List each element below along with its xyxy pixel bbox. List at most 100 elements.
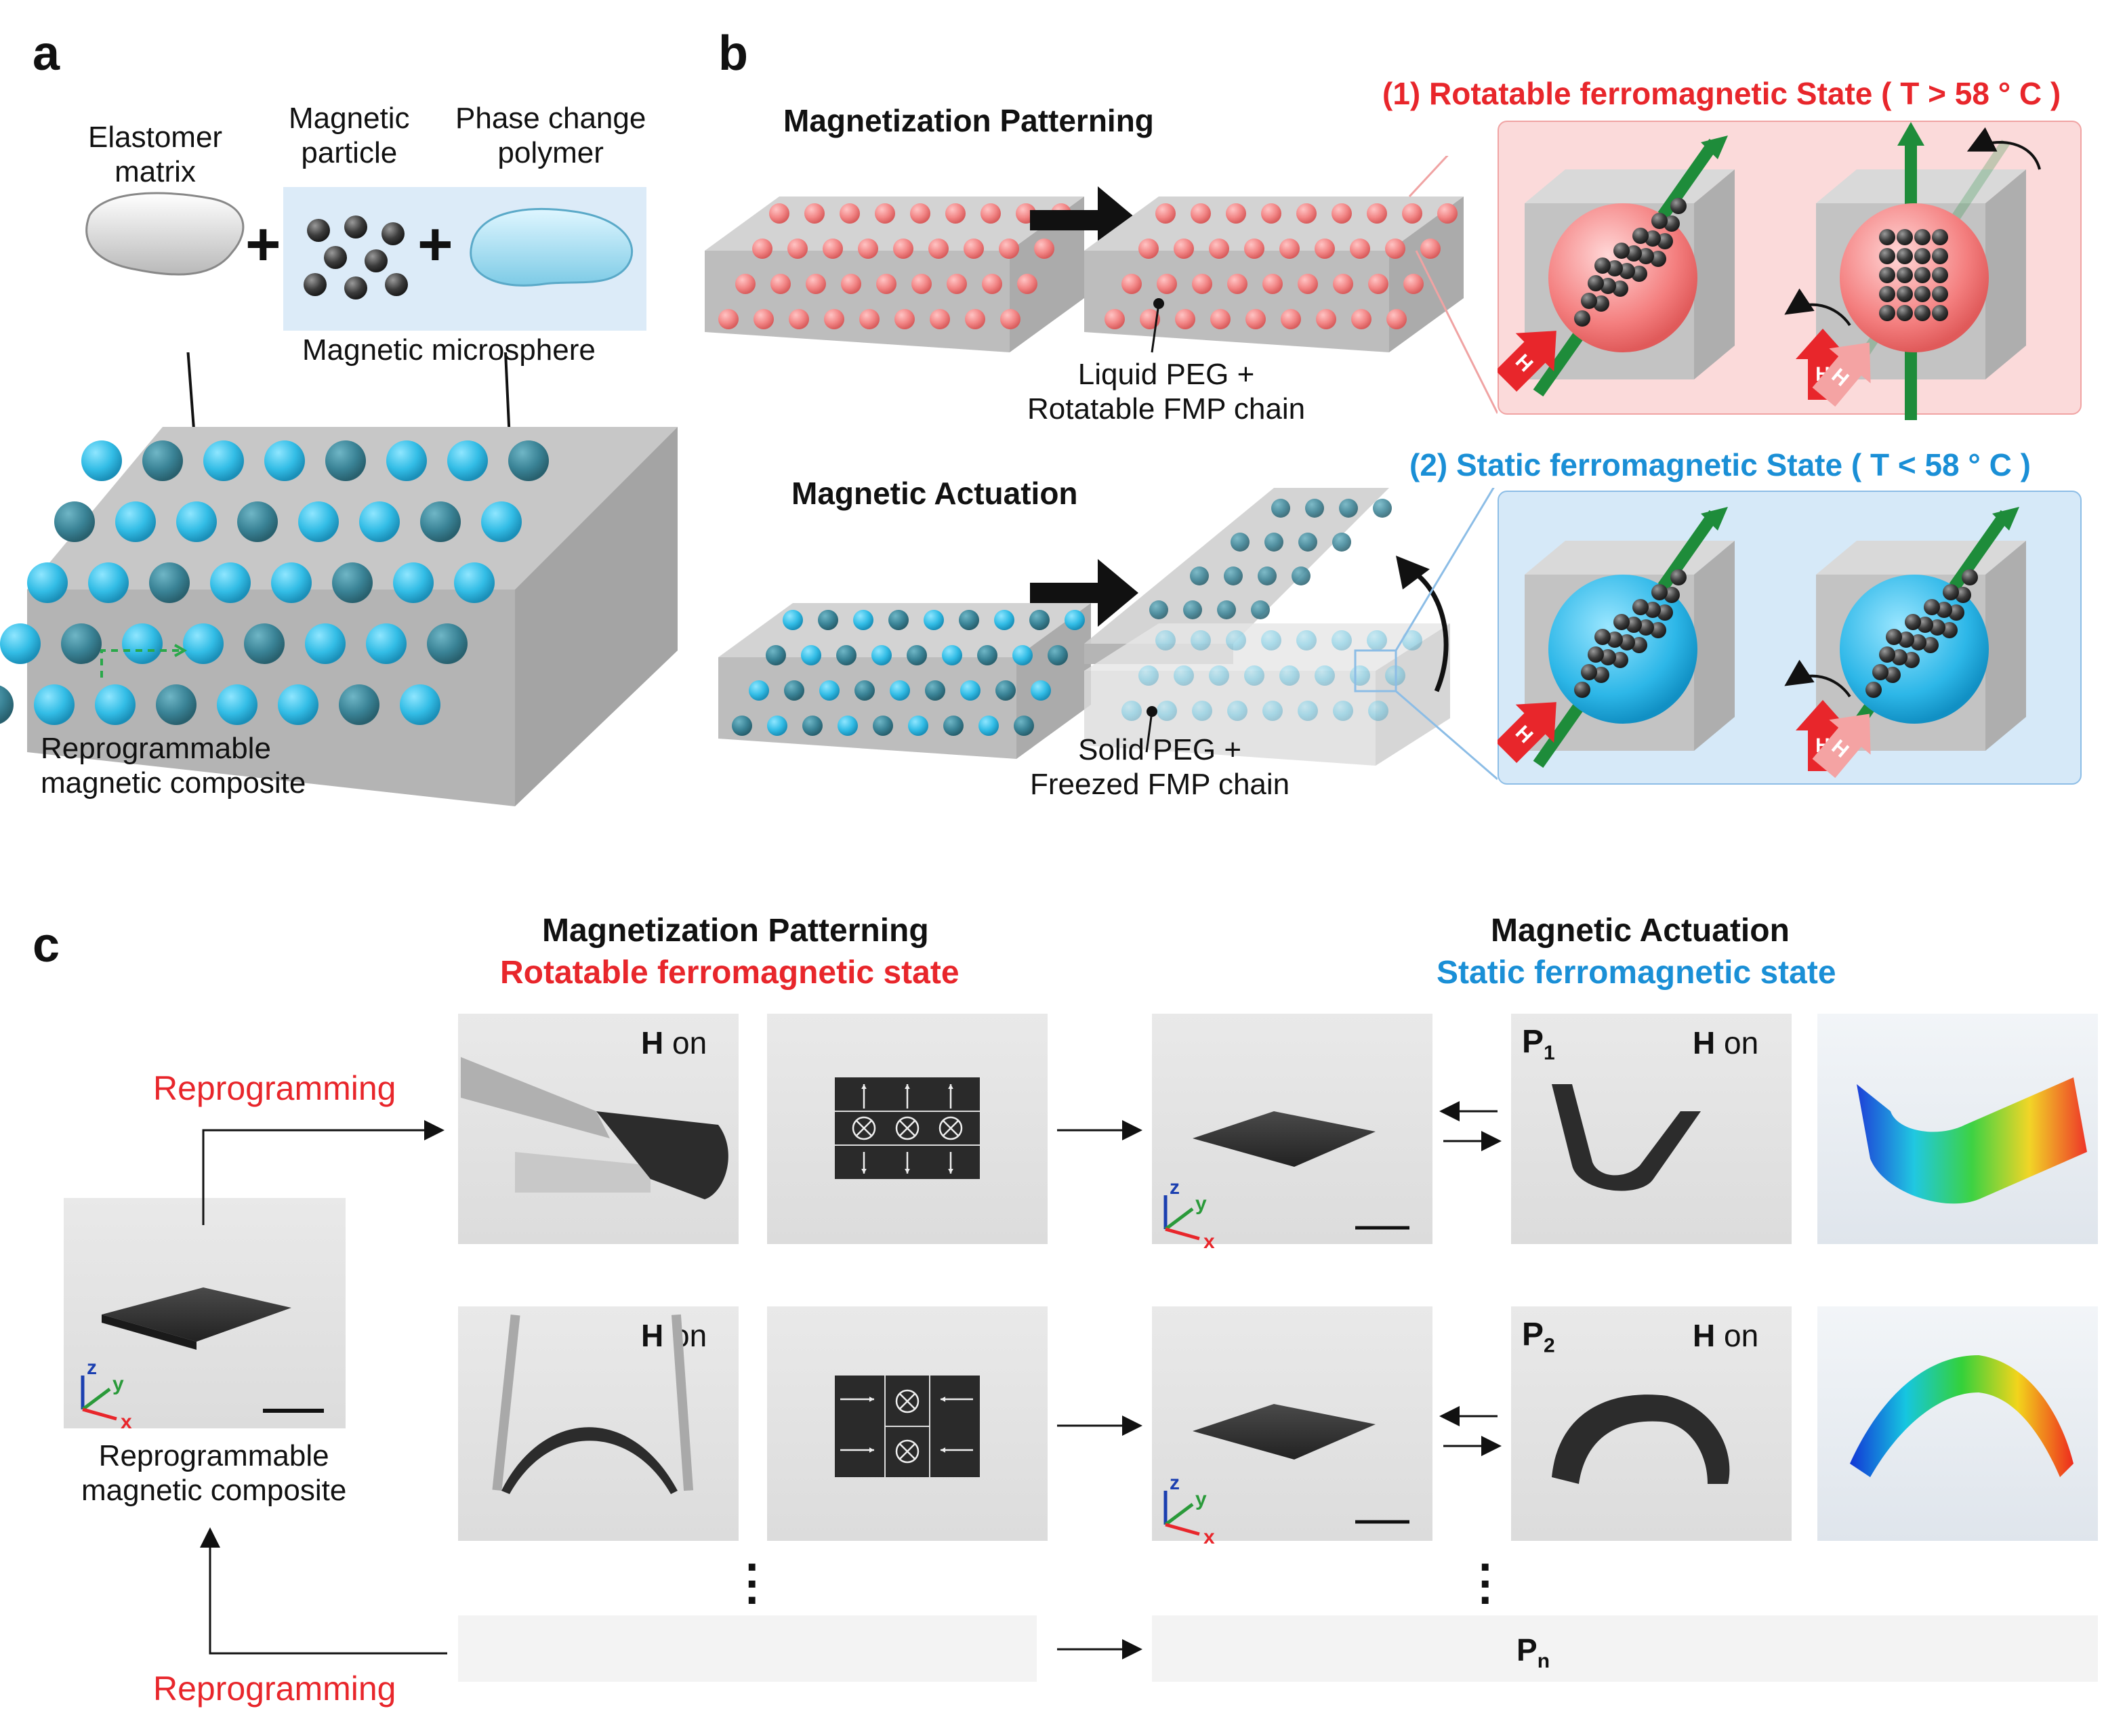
microsphere	[787, 239, 808, 259]
microsphere	[1296, 630, 1317, 650]
phase-polymer-blob-icon	[470, 208, 634, 287]
magnetization-cube	[1525, 136, 1735, 397]
svg-text:y: y	[112, 1373, 124, 1395]
composite-label-c: Reprogrammable magnetic composite	[81, 1439, 347, 1507]
microsphere	[924, 610, 944, 630]
c-actuation-subtitle: Static ferromagnetic state	[1437, 955, 1836, 991]
microsphere	[88, 562, 129, 603]
microsphere	[789, 309, 809, 329]
r1-h-on-label-2: H on	[1693, 1025, 1759, 1060]
microsphere	[754, 309, 774, 329]
microsphere	[859, 309, 880, 329]
microsphere	[27, 562, 68, 603]
microsphere	[960, 680, 981, 701]
microsphere	[359, 501, 400, 542]
microsphere	[54, 501, 95, 542]
microsphere	[1368, 701, 1388, 721]
microsphere	[1244, 239, 1264, 259]
microsphere	[1209, 239, 1229, 259]
microsphere	[888, 610, 909, 630]
p1-label: P1	[1522, 1024, 1555, 1065]
microsphere	[1386, 309, 1407, 329]
microsphere	[1191, 203, 1211, 224]
microsphere	[1351, 309, 1371, 329]
microsphere	[1332, 630, 1352, 650]
elastomer-blob-icon	[85, 192, 245, 276]
microsphere	[836, 645, 857, 665]
microsphere	[1227, 274, 1247, 294]
microsphere	[1105, 309, 1125, 329]
microsphere	[1350, 665, 1370, 686]
magnetization-cube	[1816, 507, 2026, 768]
plus-sign-2: +	[417, 211, 453, 278]
panel-c-letter: c	[33, 918, 60, 972]
microsphere	[278, 684, 318, 725]
plus-sign-1: +	[245, 211, 281, 278]
microsphere	[1226, 630, 1246, 650]
microsphere	[735, 274, 756, 294]
microsphere	[1155, 630, 1176, 650]
microsphere	[1367, 630, 1387, 650]
microsphere	[1315, 239, 1335, 259]
microsphere	[0, 685, 14, 724]
microsphere	[890, 680, 910, 701]
microsphere	[1264, 533, 1283, 552]
microsphere	[325, 440, 366, 481]
microsphere	[508, 440, 549, 481]
reprogramming-top-label: Reprogramming	[153, 1069, 396, 1107]
b-patterning-title: Magnetization Patterning	[783, 103, 1154, 138]
microsphere	[977, 645, 997, 665]
microsphere	[1262, 701, 1283, 721]
microsphere	[61, 623, 102, 664]
microsphere	[925, 680, 945, 701]
microsphere	[1121, 701, 1142, 721]
microsphere	[298, 501, 339, 542]
microsphere	[858, 239, 878, 259]
microsphere	[767, 716, 787, 736]
microsphere	[447, 440, 488, 481]
microsphere	[804, 203, 825, 224]
into-page-icon	[895, 1116, 920, 1140]
microsphere	[1209, 665, 1229, 686]
microsphere	[1292, 566, 1311, 585]
microsphere	[959, 610, 979, 630]
microsphere	[978, 716, 999, 736]
microsphere	[1210, 309, 1231, 329]
microsphere	[784, 680, 804, 701]
microsphere	[1000, 309, 1020, 329]
xyz-axes-icon: zyx	[1163, 1472, 1215, 1548]
microsphere	[1175, 309, 1195, 329]
microsphere	[1258, 566, 1277, 585]
microsphere	[838, 716, 858, 736]
composite-slab-a	[0, 352, 678, 806]
microsphere	[841, 274, 861, 294]
microsphere	[1245, 309, 1266, 329]
microsphere	[910, 203, 930, 224]
microsphere	[802, 716, 823, 736]
microsphere	[1192, 701, 1212, 721]
microsphere	[1231, 533, 1250, 552]
microsphere	[1333, 274, 1353, 294]
microsphere	[95, 684, 136, 725]
microsphere	[840, 203, 860, 224]
microsphere	[981, 203, 1001, 224]
elastomer-label: Elastomer matrix	[88, 121, 223, 188]
microsphere	[1298, 274, 1318, 294]
microsphere	[1296, 203, 1317, 224]
microsphere	[732, 716, 752, 736]
microsphere	[1261, 203, 1281, 224]
xyz-axes-icon: zyx	[1163, 1176, 1215, 1253]
svg-text:y: y	[1195, 1193, 1207, 1215]
microsphere	[237, 501, 278, 542]
microsphere	[1271, 499, 1290, 518]
microsphere	[1031, 680, 1051, 701]
b-bottom-slabs	[718, 488, 1498, 781]
panel-b-letter: b	[718, 26, 748, 81]
microsphere	[339, 684, 379, 725]
panel-a-letter: a	[33, 26, 60, 81]
microsphere	[752, 239, 772, 259]
microsphere	[1251, 600, 1270, 619]
microsphere	[332, 562, 373, 603]
microsphere	[34, 684, 75, 725]
microsphere	[964, 239, 984, 259]
